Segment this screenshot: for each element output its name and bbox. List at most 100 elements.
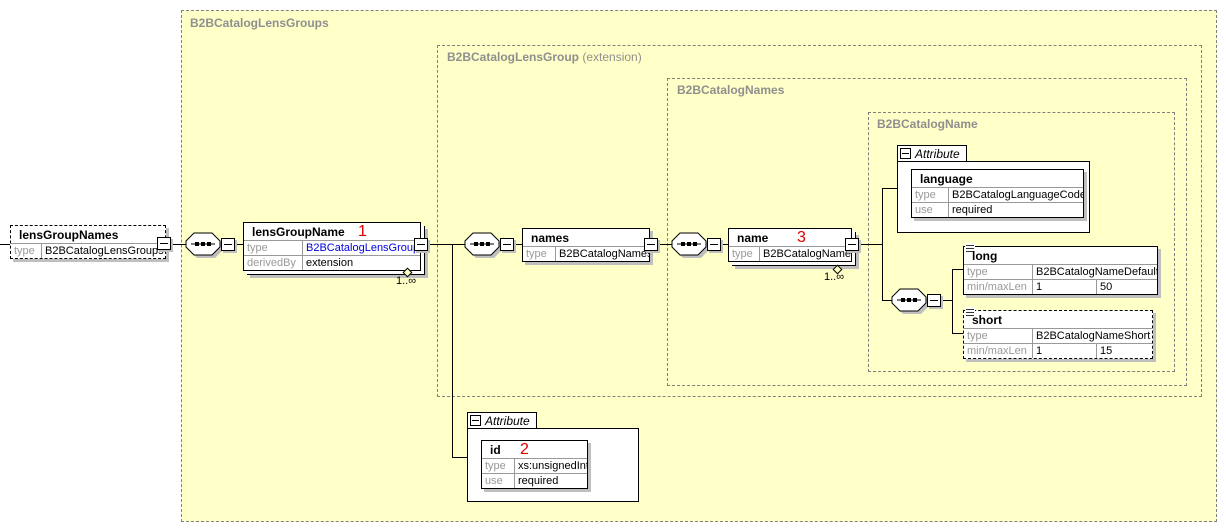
- collapse-toggle-icon[interactable]: [845, 238, 859, 251]
- element-name-text: names: [531, 231, 570, 245]
- collapse-toggle-icon[interactable]: [221, 238, 235, 251]
- attribute-name-text: id: [490, 443, 501, 457]
- min-length-value: 1: [1032, 344, 1096, 358]
- attribute-tab-label: Attribute: [915, 146, 960, 161]
- connector-line: [0, 244, 10, 245]
- attribute-name: id 2: [482, 441, 587, 458]
- connector-line: [235, 244, 243, 245]
- connector-line: [171, 244, 189, 245]
- sequence-icon[interactable]: [185, 229, 227, 261]
- sequence-icon[interactable]: [671, 229, 713, 261]
- row-label: type: [247, 242, 268, 254]
- type-frame-label: B2BCatalogLensGroups: [190, 16, 329, 30]
- collapse-toggle-icon[interactable]: [707, 238, 721, 251]
- connector-line: [428, 244, 468, 245]
- frame-label-text: B2BCatalogNames: [677, 83, 785, 97]
- type-value: B2BCatalogNameDefault: [1032, 265, 1157, 279]
- collapse-toggle-icon[interactable]: [470, 415, 481, 426]
- collapse-toggle-icon[interactable]: [414, 238, 428, 251]
- attribute-name-text: language: [920, 172, 973, 186]
- attribute-box-language[interactable]: language type B2BCatalogLanguageCode use r…: [911, 169, 1084, 218]
- frame-label-text: B2BCatalogLensGroup: [447, 50, 580, 64]
- element-name: lensGroupName 1: [244, 223, 420, 240]
- connector-line: [514, 244, 522, 245]
- annotation-number: 2: [520, 441, 529, 458]
- element-name-text: name: [737, 231, 769, 245]
- row-label: derivedBy: [247, 257, 296, 269]
- type-frame-label: B2BCatalogName: [877, 117, 978, 131]
- element-box-long[interactable]: long type B2BCatalogNameDefault min/maxLe…: [963, 243, 1158, 295]
- element-name: names: [523, 229, 649, 246]
- row-label: use: [915, 204, 933, 216]
- collapse-toggle-icon[interactable]: [900, 148, 911, 159]
- attribute-frame-tab: Attribute: [897, 145, 967, 162]
- max-length-value: 50: [1096, 280, 1157, 294]
- collapse-toggle-icon[interactable]: [644, 238, 658, 251]
- annotation-number: 1: [358, 223, 367, 240]
- annotation-number: 3: [797, 229, 806, 246]
- type-link[interactable]: B2BCatalogLensGroup: [302, 241, 420, 255]
- sequence-icon[interactable]: [891, 285, 933, 317]
- row-label: use: [485, 475, 503, 487]
- element-name-text: lensGroupNames: [19, 228, 119, 242]
- connector-line: [882, 188, 883, 301]
- text-content-icon: [965, 243, 975, 254]
- attribute-name: language: [912, 170, 1083, 187]
- connector-line: [952, 269, 953, 334]
- text-content-icon: [965, 307, 975, 318]
- collapse-toggle-icon[interactable]: [927, 294, 941, 307]
- row-label: type: [485, 460, 506, 472]
- element-name-text: long: [972, 249, 998, 263]
- connector-line: [952, 333, 963, 334]
- attribute-tab-label: Attribute: [485, 413, 530, 428]
- connector-line: [941, 300, 952, 301]
- row-label: type: [14, 245, 35, 257]
- element-name: long: [964, 247, 1157, 264]
- collapse-toggle-icon[interactable]: [500, 238, 514, 251]
- sequence-icon[interactable]: [464, 229, 506, 261]
- collapse-toggle-icon[interactable]: [157, 237, 171, 250]
- type-value: B2BCatalogLanguageCode: [948, 188, 1083, 202]
- derived-value: extension: [302, 256, 420, 270]
- row-label: min/maxLen: [967, 345, 1027, 357]
- max-length-value: 15: [1096, 344, 1152, 358]
- connector-line: [452, 457, 467, 458]
- occurrence-label: 1..∞: [824, 271, 845, 283]
- row-label: type: [967, 266, 988, 278]
- type-value: B2BCatalogNameShort: [1032, 329, 1152, 343]
- min-length-value: 1: [1032, 280, 1096, 294]
- frame-label-text: B2BCatalogLensGroups: [190, 16, 329, 30]
- occurrence-label: 1..∞: [396, 275, 417, 287]
- element-box-name[interactable]: name 3 type B2BCatalogName: [728, 228, 852, 262]
- type-value: B2BCatalogNames: [555, 247, 649, 261]
- element-box-names[interactable]: names type B2BCatalogNames: [522, 228, 650, 262]
- element-box-lensgroupnames[interactable]: lensGroupNames type B2BCatalogLensGroups: [10, 225, 166, 259]
- row-label: min/maxLen: [967, 281, 1027, 293]
- element-name-text: lensGroupName: [252, 225, 345, 239]
- attribute-frame-tab: Attribute: [467, 412, 537, 429]
- row-label: type: [732, 248, 753, 260]
- type-value: B2BCatalogLensGroups: [41, 244, 165, 258]
- use-value: required: [948, 203, 1083, 217]
- element-name-text: short: [972, 313, 1002, 327]
- use-value: required: [514, 474, 587, 488]
- connector-line: [721, 244, 728, 245]
- element-name: short: [964, 311, 1152, 328]
- connector-line: [452, 244, 453, 457]
- row-label: type: [967, 330, 988, 342]
- frame-label-text: B2BCatalogName: [877, 117, 978, 131]
- type-value: B2BCatalogName: [759, 247, 851, 261]
- type-value: xs:unsignedInt: [514, 459, 587, 473]
- connector-line: [658, 244, 675, 245]
- connector-line: [952, 269, 963, 270]
- attribute-box-id[interactable]: id 2 type xs:unsignedInt use required: [481, 440, 588, 489]
- type-frame-label: B2BCatalogNames: [677, 83, 784, 97]
- connector-line: [882, 300, 899, 301]
- type-frame-label: B2BCatalogLensGroup (extension): [447, 50, 642, 64]
- element-box-lensgroupname[interactable]: lensGroupName 1 type B2BCatalogLensGroup d…: [243, 222, 421, 271]
- row-label: type: [526, 248, 547, 260]
- element-box-short[interactable]: short type B2BCatalogNameShort min/maxLen…: [963, 307, 1153, 359]
- frame-label-suffix: (extension): [582, 50, 642, 64]
- row-label: type: [915, 189, 936, 201]
- connector-line: [882, 188, 897, 189]
